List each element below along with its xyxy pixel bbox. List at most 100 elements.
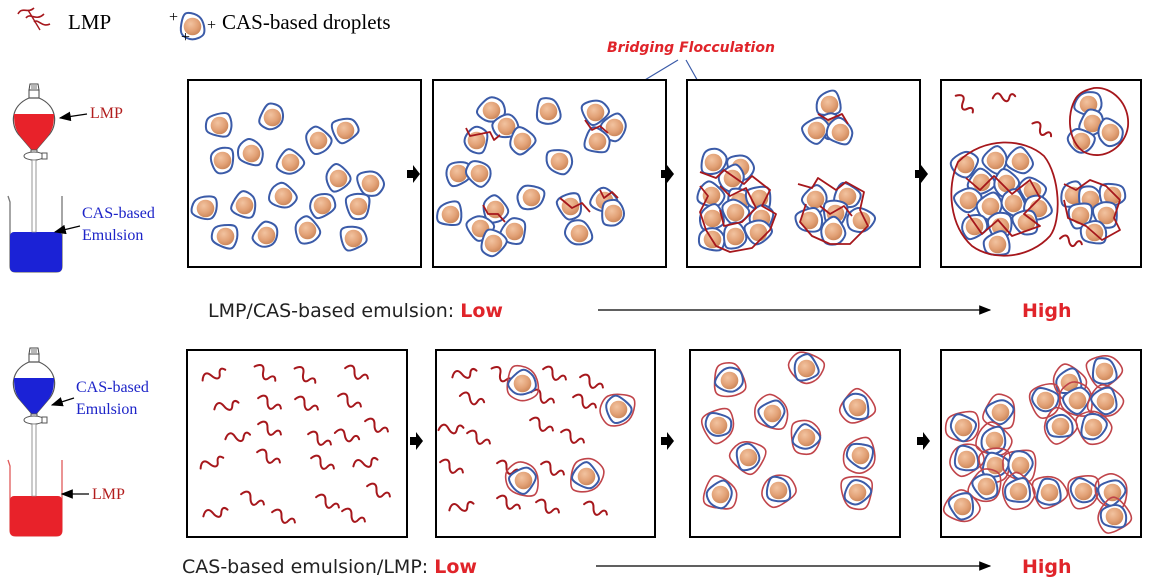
lmp-chain xyxy=(337,392,362,408)
droplet xyxy=(967,468,1002,503)
bottom-axis: CAS-based emulsion/LMP: Low High xyxy=(182,556,1072,578)
droplet-legend-icon xyxy=(179,11,206,41)
lmp-chain xyxy=(341,507,366,523)
droplet xyxy=(942,489,981,523)
droplet xyxy=(506,364,540,402)
lmp-chain xyxy=(294,395,319,411)
bottom-apparatus xyxy=(7,347,63,537)
lmp-chain xyxy=(579,373,604,389)
lmp-chain xyxy=(344,364,369,380)
step-arrow xyxy=(915,165,928,183)
bottom-funnel-label-1: CAS-based xyxy=(76,379,149,396)
lmp-chain xyxy=(257,394,282,410)
top-panel-3 xyxy=(686,79,921,268)
lmp-bridge xyxy=(482,204,506,223)
legend: LMP + + + CAS-based droplets xyxy=(17,7,391,46)
funnel-neck xyxy=(28,353,40,363)
bottom-axis-text: CAS-based emulsion/LMP: xyxy=(182,556,434,578)
droplet xyxy=(754,393,789,430)
lmp-chain xyxy=(1058,234,1083,248)
lmp-bridge xyxy=(584,119,609,134)
droplet xyxy=(516,184,546,211)
lmp-bridge xyxy=(797,177,869,245)
droplet xyxy=(713,362,747,398)
lmp-bridge xyxy=(817,113,849,125)
funnel-stopper xyxy=(28,347,40,355)
lmp-chain xyxy=(293,366,317,384)
bridging-label: Bridging Flocculation xyxy=(607,40,775,56)
lmp-chain xyxy=(458,391,486,406)
top-axis: LMP/CAS-based emulsion: Low High xyxy=(208,300,1072,322)
droplet xyxy=(583,126,611,154)
step-arrow xyxy=(917,432,930,450)
droplet xyxy=(599,393,636,427)
legend-lmp-label: LMP xyxy=(68,10,111,34)
droplet xyxy=(700,147,728,175)
droplet xyxy=(190,195,218,221)
droplet xyxy=(840,475,874,511)
droplet xyxy=(475,96,506,123)
droplet xyxy=(179,11,206,41)
droplet xyxy=(842,436,876,475)
lmp-chain xyxy=(352,456,379,468)
droplet xyxy=(721,198,751,225)
top-axis-low: Low xyxy=(460,300,503,322)
droplet xyxy=(601,198,625,227)
droplet xyxy=(949,443,985,478)
droplet xyxy=(953,187,983,214)
droplet xyxy=(209,146,235,175)
stopcock xyxy=(23,415,45,425)
droplet xyxy=(944,410,980,443)
lmp-chain xyxy=(466,429,491,445)
legend-droplet-label: CAS-based droplets xyxy=(222,10,391,34)
lmp-bridge xyxy=(1063,179,1121,241)
lmp-chain xyxy=(364,417,389,433)
bottom-funnel-label-2: Emulsion xyxy=(76,401,137,418)
droplet xyxy=(305,125,333,155)
lmp-chain xyxy=(529,416,554,432)
bottom-panel-1 xyxy=(186,349,408,538)
bottom-panel-4 xyxy=(940,349,1142,538)
droplet xyxy=(480,228,508,258)
top-beaker-label-2: Emulsion xyxy=(82,227,143,244)
lmp-chain xyxy=(315,493,340,509)
lmp-network xyxy=(1069,87,1129,156)
lmp-chain xyxy=(451,367,478,379)
lmp-bridge xyxy=(465,127,501,141)
lmp-chain xyxy=(540,460,565,476)
top-beaker-pointer xyxy=(53,224,81,235)
lmp-chain xyxy=(256,448,281,464)
lmp-bridge xyxy=(965,175,1041,237)
lmp-chain xyxy=(496,494,521,510)
droplet xyxy=(1031,475,1069,510)
droplet xyxy=(330,117,360,145)
droplet xyxy=(564,219,594,246)
droplet xyxy=(325,163,352,193)
droplet xyxy=(258,102,285,131)
droplet xyxy=(236,137,264,167)
droplet xyxy=(344,192,371,221)
droplet xyxy=(1097,496,1133,534)
lmp-chain xyxy=(310,454,335,470)
lmp-bridge xyxy=(719,185,757,227)
lmp-chain xyxy=(333,428,361,443)
droplet xyxy=(1005,146,1034,175)
droplet xyxy=(838,387,877,424)
lmp-bridge xyxy=(599,189,619,199)
lmp-chain xyxy=(199,455,225,470)
top-panel-2 xyxy=(432,79,667,268)
lmp-chain xyxy=(307,430,332,446)
bottom-funnel-pointer xyxy=(50,397,75,407)
droplet xyxy=(545,149,574,176)
lmp-chain xyxy=(954,94,974,114)
funnel-liquid xyxy=(14,378,54,414)
droplet xyxy=(251,220,279,248)
droplet xyxy=(535,97,562,125)
lmp-chain xyxy=(572,393,597,409)
top-panel-1 xyxy=(187,79,422,268)
droplet xyxy=(204,112,233,138)
stopcock xyxy=(23,151,45,161)
droplet xyxy=(698,203,725,231)
droplet xyxy=(491,113,520,139)
bottom-axis-high: High xyxy=(1022,556,1072,578)
